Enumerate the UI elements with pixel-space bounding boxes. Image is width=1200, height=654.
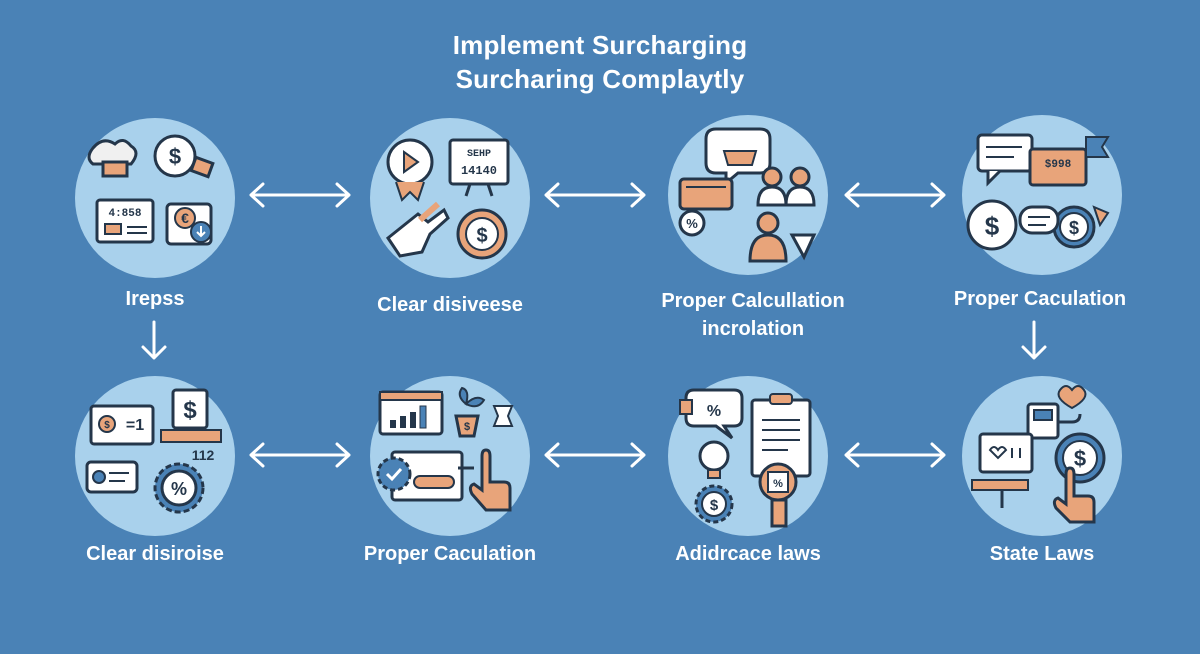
dollar-gear-icon: $ xyxy=(694,484,734,524)
percent-tag-icon: % xyxy=(678,209,817,261)
hand-pointer-icon xyxy=(458,448,512,512)
node-label: Clear disiveese xyxy=(377,294,523,316)
gear-icon xyxy=(376,450,464,502)
lightbulb-icon xyxy=(698,440,730,479)
people-icon xyxy=(748,166,816,263)
double-arrow-icon xyxy=(544,442,646,468)
node-7-illustration: % $ % xyxy=(668,376,828,536)
node-label: Proper Caculation xyxy=(363,543,537,565)
node-1-illustration: $ 4:858 € xyxy=(75,118,235,278)
node-label: Adidrcace laws xyxy=(675,543,821,565)
svg-text:€: € xyxy=(181,210,189,226)
double-arrow-icon xyxy=(249,442,351,468)
node-8-illustration: $ xyxy=(962,376,1122,536)
bar-chart-icon xyxy=(378,390,444,436)
basket-icon xyxy=(704,127,772,187)
down-arrow-icon xyxy=(1021,320,1047,360)
percent-gear-icon: % xyxy=(153,462,205,514)
svg-text:4:858: 4:858 xyxy=(108,208,141,220)
svg-text:112: 112 xyxy=(192,447,215,463)
svg-text:=1: =1 xyxy=(126,417,144,434)
svg-text:%: % xyxy=(707,403,721,420)
presentation-icon: $ =1 xyxy=(89,404,155,446)
dollar-coin-icon: $ xyxy=(1054,432,1106,484)
wallet-icon xyxy=(678,177,734,211)
double-arrow-icon xyxy=(844,182,946,208)
percent-chat-icon: % xyxy=(679,388,744,440)
double-arrow-icon xyxy=(544,182,646,208)
dollar-coin-icon: $ xyxy=(153,134,215,179)
dollar-card-icon: $ 112 xyxy=(160,388,222,463)
svg-text:$: $ xyxy=(464,421,470,433)
svg-text:$: $ xyxy=(104,420,110,431)
svg-text:$: $ xyxy=(1069,218,1079,238)
dollar-coin-icon: $ xyxy=(456,208,508,260)
node-4-illustration: $998 $ $ xyxy=(962,115,1122,275)
svg-text:%: % xyxy=(773,478,783,490)
magnifier-icon: % xyxy=(758,462,798,528)
down-arrow-icon xyxy=(141,320,167,360)
node-label: Proper Caculation xyxy=(953,288,1127,310)
page-title-line1: Implement Surcharging xyxy=(452,30,748,60)
svg-text:$: $ xyxy=(169,144,181,169)
svg-text:$: $ xyxy=(985,211,1000,241)
svg-text:%: % xyxy=(686,216,698,231)
hand-pointer-icon xyxy=(1052,466,1096,524)
double-arrow-icon xyxy=(249,182,351,208)
node-label: Proper Calcullation xyxy=(661,290,845,312)
svg-text:$: $ xyxy=(1074,446,1086,471)
svg-text:$998: $998 xyxy=(1045,159,1072,171)
svg-text:$: $ xyxy=(710,497,719,514)
node-6-illustration: $ xyxy=(370,376,530,536)
price-tag-icon: $998 xyxy=(1028,136,1110,187)
chat-icon xyxy=(85,460,139,494)
plant-icon: $ xyxy=(454,386,514,438)
svg-text:$: $ xyxy=(183,397,197,424)
node-label: State Laws xyxy=(989,543,1095,565)
clipboard-icon xyxy=(750,393,812,478)
chat-icon xyxy=(976,133,1034,187)
node-3-illustration: % xyxy=(668,115,828,275)
clock-icon xyxy=(386,138,434,202)
svg-text:SEHP: SEHP xyxy=(467,149,491,160)
double-arrow-icon xyxy=(844,442,946,468)
node-label: Irepss xyxy=(125,288,185,310)
receipt-icon: 4:858 xyxy=(95,198,155,244)
heart-icon xyxy=(1026,385,1087,440)
node-2-illustration: SEHP 14140 $ xyxy=(370,118,530,278)
svg-text:14140: 14140 xyxy=(461,164,497,178)
node-5-illustration: $ =1 $ 112 % xyxy=(75,376,235,536)
svg-text:%: % xyxy=(171,479,187,499)
dollar-coin-icon: $ $ xyxy=(966,199,1096,251)
node-label: Clear disiroise xyxy=(86,543,224,565)
monitor-icon xyxy=(971,432,1034,508)
chat-icon xyxy=(1018,205,1110,235)
monitor-icon: SEHP 14140 xyxy=(448,138,510,197)
page-title-line2: Surcharing Complaytly xyxy=(455,64,745,94)
euro-icon: € xyxy=(165,202,213,246)
hand-pointer-icon xyxy=(385,201,450,258)
node-label-line2: incrolation xyxy=(701,318,805,340)
svg-text:$: $ xyxy=(476,225,487,247)
money-bag-icon xyxy=(87,139,138,178)
